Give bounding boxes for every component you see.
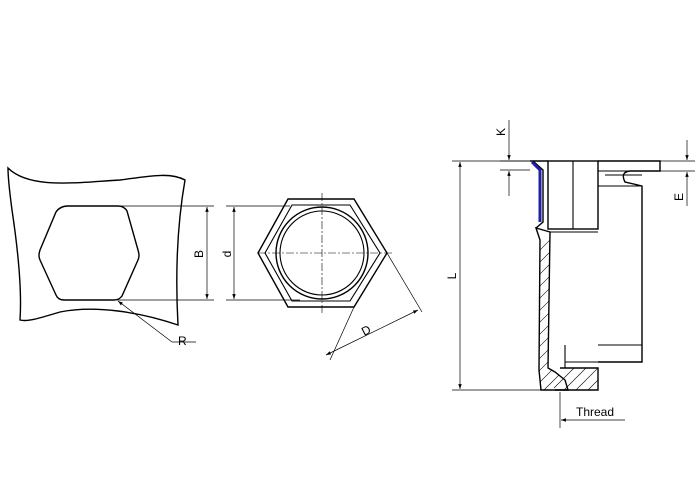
hex-hole	[38, 205, 140, 301]
b-label: B	[192, 250, 206, 258]
d-cap-label: D	[359, 322, 373, 339]
sheet-cutout-view: B R	[7, 166, 214, 348]
sheet-outline	[7, 166, 186, 326]
d-label: d	[220, 251, 234, 258]
bottom-flange	[555, 367, 599, 391]
r-label: R	[178, 334, 187, 348]
body-outline-right	[598, 160, 661, 363]
l-label: L	[445, 272, 459, 279]
e-label: E	[672, 193, 686, 201]
flange-hatching	[549, 368, 598, 390]
section-view: L K	[445, 120, 695, 428]
d-cap-extension-left	[329, 306, 355, 361]
r-leader	[117, 300, 173, 343]
d-cap-dimension-line	[325, 309, 419, 356]
d-cap-extension-right	[386, 252, 423, 313]
flange-head-left	[532, 160, 544, 229]
thread-label: Thread	[576, 405, 614, 419]
top-view: d D	[220, 193, 423, 361]
k-label: K	[494, 128, 508, 136]
section-wall	[534, 226, 569, 391]
flange-highlight	[530, 160, 542, 222]
